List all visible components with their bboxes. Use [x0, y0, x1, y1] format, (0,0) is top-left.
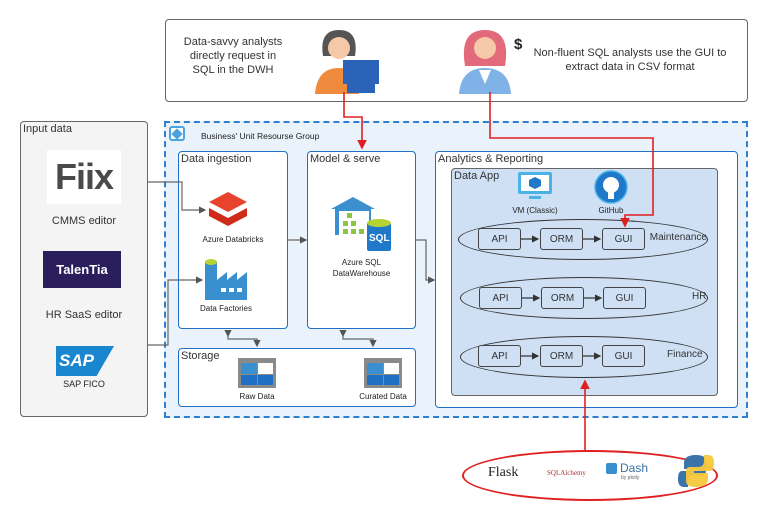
analytics-title: Analytics & Reporting: [438, 153, 544, 165]
analyst-at-computer-icon: [315, 30, 379, 94]
storage-title: Storage: [181, 350, 220, 362]
azure-databricks-label: Azure Databricks: [202, 235, 264, 244]
fiix-logo: Fiix: [47, 150, 121, 204]
gui-hr[interactable]: GUI: [603, 287, 646, 309]
vm-icon: [518, 172, 552, 199]
api-finance[interactable]: API: [478, 345, 521, 367]
vm-label: VM (Classic): [512, 206, 558, 215]
model-serve-panel: [307, 151, 416, 329]
sap-fico-label: SAP FICO: [63, 379, 105, 389]
api-maintenance[interactable]: API: [478, 228, 521, 250]
hr-saas-editor-label: HR SaaS editor: [45, 309, 123, 321]
talentia-logo: TalenTia: [43, 251, 121, 288]
azure-sql-label-line2: DataWarehouse: [332, 269, 391, 278]
github-label: GitHub: [598, 206, 624, 215]
sql-badge: SQL: [369, 233, 390, 244]
gui-analysts-text: Non-fluent SQL analysts use the GUI to e…: [533, 47, 727, 73]
analyst-icon: [459, 30, 511, 94]
gui-maintenance[interactable]: GUI: [602, 228, 645, 250]
cmms-editor-label: CMMS editor: [51, 215, 117, 227]
lane-hr: [460, 277, 708, 319]
dash-logo: Dash: [620, 461, 649, 475]
lane-label-maintenance: Maintenance: [649, 232, 707, 243]
azure-sql-dwh-icon: [331, 197, 391, 251]
orm-finance[interactable]: ORM: [540, 345, 583, 367]
orm-maintenance[interactable]: ORM: [540, 228, 583, 250]
gui-finance[interactable]: GUI: [602, 345, 645, 367]
databricks-icon: [209, 192, 247, 226]
data-factories-label: Data Factories: [199, 304, 253, 313]
lane-label-finance: Finance: [667, 349, 703, 360]
raw-data-storage-icon: [238, 358, 276, 388]
sqlalchemy-logo: SQLAlchemy: [547, 469, 586, 477]
lane-label-hr: HR: [692, 291, 707, 302]
curated-data-label: Curated Data: [359, 392, 407, 401]
github-icon: [594, 170, 628, 204]
model-serve-title: Model & serve: [310, 153, 381, 165]
orm-hr[interactable]: ORM: [541, 287, 584, 309]
sql-analysts-text: Data-savvy analysts directly request in …: [183, 36, 283, 76]
resource-group-title: Business' Unit Resourse Group: [201, 131, 320, 141]
flask-logo: Flask: [488, 465, 519, 480]
data-ingestion-title: Data ingestion: [181, 153, 252, 165]
python-logo: [678, 455, 714, 487]
resource-group-icon: [169, 126, 185, 141]
curated-data-storage-icon: [364, 358, 402, 388]
api-hr[interactable]: API: [479, 287, 522, 309]
analysts-panel: [165, 19, 748, 102]
azure-sql-label-line1: Azure SQL: [341, 258, 382, 267]
data-app-title: Data App: [454, 170, 500, 182]
lane-finance: [460, 336, 708, 378]
dollar-icon: $: [514, 36, 523, 53]
input-data-title: Input data: [23, 123, 72, 135]
dash-icon: [606, 463, 617, 474]
data-factories-icon: [205, 259, 247, 300]
tech-stack: [462, 450, 718, 501]
raw-data-label: Raw Data: [239, 392, 275, 401]
dash-subtitle: by plotly: [621, 475, 640, 481]
